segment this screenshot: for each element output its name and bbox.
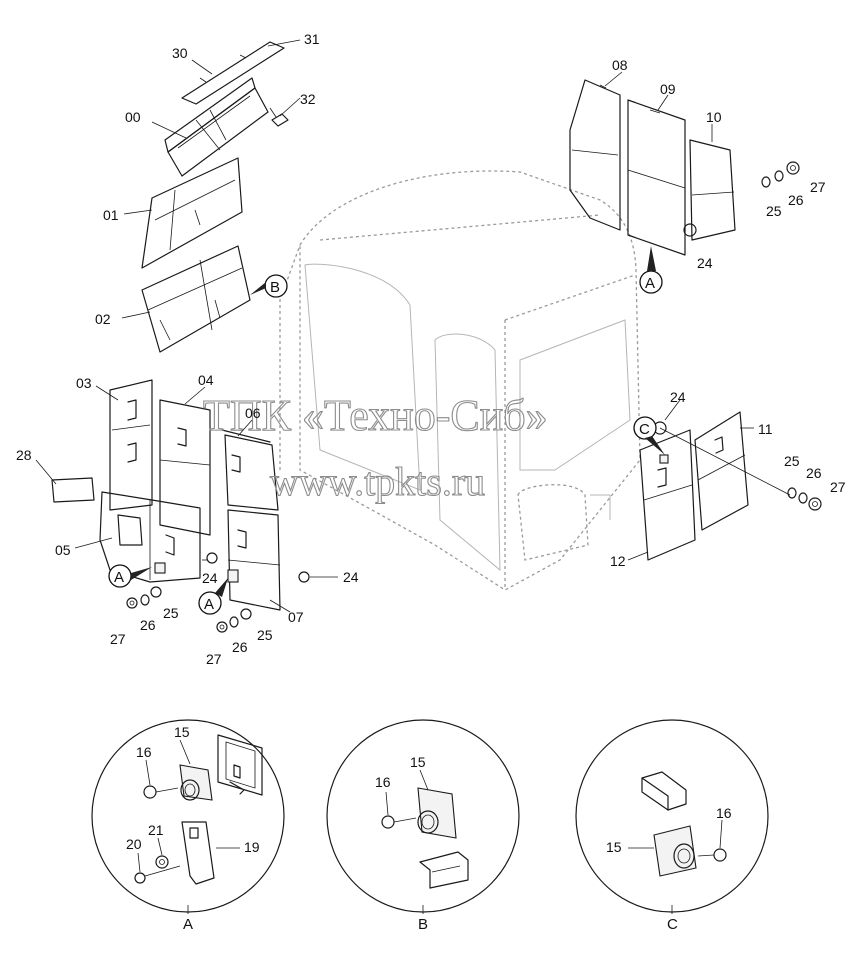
part-label-32: 32 bbox=[300, 91, 316, 107]
callout-A-top-right: A bbox=[639, 246, 663, 294]
part-label-12: 12 bbox=[610, 553, 626, 569]
part-label-26: 26 bbox=[232, 639, 248, 655]
fastener-set-left-2 bbox=[216, 571, 310, 633]
roof-panel-30 bbox=[181, 41, 285, 105]
leader-lines bbox=[35, 39, 754, 613]
detail-A-label-21: 21 bbox=[148, 822, 164, 838]
part-label-08: 08 bbox=[612, 57, 628, 73]
detail-A-label-15: 15 bbox=[174, 724, 190, 740]
part-label-00: 00 bbox=[125, 109, 141, 125]
detail-C-label-15: 15 bbox=[606, 839, 622, 855]
window-panel-09 bbox=[627, 99, 686, 256]
callout-B: B bbox=[250, 274, 288, 298]
callout-C: C bbox=[633, 416, 665, 455]
part-label-27: 27 bbox=[110, 631, 126, 647]
part-label-26: 26 bbox=[806, 465, 822, 481]
window-panel-10 bbox=[689, 139, 736, 241]
part-label-31: 31 bbox=[304, 31, 320, 47]
part-label-01: 01 bbox=[103, 207, 119, 223]
detail-B-label-15: 15 bbox=[410, 754, 426, 770]
part-label-04: 04 bbox=[198, 372, 214, 388]
watermark: ТПК «Техно-Сиб» www.tpkts.ru bbox=[202, 390, 548, 504]
part-label-27: 27 bbox=[810, 179, 826, 195]
fastener-set-right-top bbox=[683, 161, 800, 237]
part-number-labels: 30 31 00 32 01 02 03 04 06 28 05 24 24 2… bbox=[16, 31, 846, 667]
part-label-30: 30 bbox=[172, 45, 188, 61]
watermark-line-1: ТПК «Техно-Сиб» bbox=[203, 391, 548, 440]
part-label-24: 24 bbox=[343, 569, 359, 585]
part-label-24: 24 bbox=[697, 255, 713, 271]
latch-A-left bbox=[154, 562, 166, 574]
part-label-03: 03 bbox=[76, 375, 92, 391]
bolt-32 bbox=[269, 107, 289, 127]
detail-view-A: 15 16 19 20 21 A bbox=[91, 719, 285, 933]
sticker-28 bbox=[51, 477, 95, 503]
part-label-02: 02 bbox=[95, 311, 111, 327]
detail-view-C: 16 15 C bbox=[575, 719, 769, 933]
part-label-09: 09 bbox=[660, 81, 676, 97]
part-label-10: 10 bbox=[706, 109, 722, 125]
window-panel-12 bbox=[639, 429, 696, 561]
detail-B-label-16: 16 bbox=[375, 774, 391, 790]
callout-label: A bbox=[204, 596, 214, 613]
part-label-26: 26 bbox=[140, 617, 156, 633]
part-label-07: 07 bbox=[288, 609, 304, 625]
part-label-24: 24 bbox=[670, 389, 686, 405]
callout-label: C bbox=[639, 421, 650, 438]
detail-view-B: 15 16 B bbox=[326, 719, 520, 933]
part-label-28: 28 bbox=[16, 447, 32, 463]
part-label-27: 27 bbox=[830, 479, 846, 495]
callout-label: B bbox=[270, 279, 280, 296]
part-label-27: 27 bbox=[206, 651, 222, 667]
window-panel-04 bbox=[159, 399, 211, 536]
window-panel-05 bbox=[99, 491, 201, 583]
detail-A-label-16: 16 bbox=[136, 744, 152, 760]
window-panel-11 bbox=[694, 411, 749, 531]
window-panel-03 bbox=[109, 379, 153, 511]
detail-A-label-19: 19 bbox=[244, 839, 260, 855]
detail-C-label-16: 16 bbox=[716, 805, 732, 821]
callout-A-left: A bbox=[108, 564, 152, 588]
detail-C-title: C bbox=[667, 916, 678, 933]
watermark-line-2: www.tpkts.ru bbox=[270, 459, 485, 504]
roof-panel-02 bbox=[141, 245, 251, 353]
latch-A-right bbox=[227, 569, 239, 583]
part-label-25: 25 bbox=[163, 605, 179, 621]
part-label-25: 25 bbox=[784, 453, 800, 469]
part-label-25: 25 bbox=[257, 627, 273, 643]
roof-panel-00 bbox=[164, 77, 269, 177]
part-label-06: 06 bbox=[245, 405, 261, 421]
fastener-set-left-1 bbox=[126, 552, 218, 609]
window-panel-06 bbox=[221, 429, 279, 511]
detail-B-title: B bbox=[418, 916, 428, 933]
callout-label: A bbox=[114, 569, 124, 586]
window-panel-07 bbox=[227, 509, 281, 611]
part-label-24: 24 bbox=[202, 570, 218, 586]
window-panel-08 bbox=[569, 79, 621, 231]
roof-panel-01 bbox=[141, 157, 243, 269]
part-label-11: 11 bbox=[758, 421, 773, 437]
detail-A-label-20: 20 bbox=[126, 836, 142, 852]
callout-label: A bbox=[645, 275, 655, 292]
detail-A-title: A bbox=[183, 916, 193, 933]
callout-A-mid: A bbox=[198, 578, 228, 615]
cab-outline bbox=[279, 170, 641, 591]
part-label-25: 25 bbox=[766, 203, 782, 219]
part-label-26: 26 bbox=[788, 192, 804, 208]
part-label-05: 05 bbox=[55, 542, 71, 558]
